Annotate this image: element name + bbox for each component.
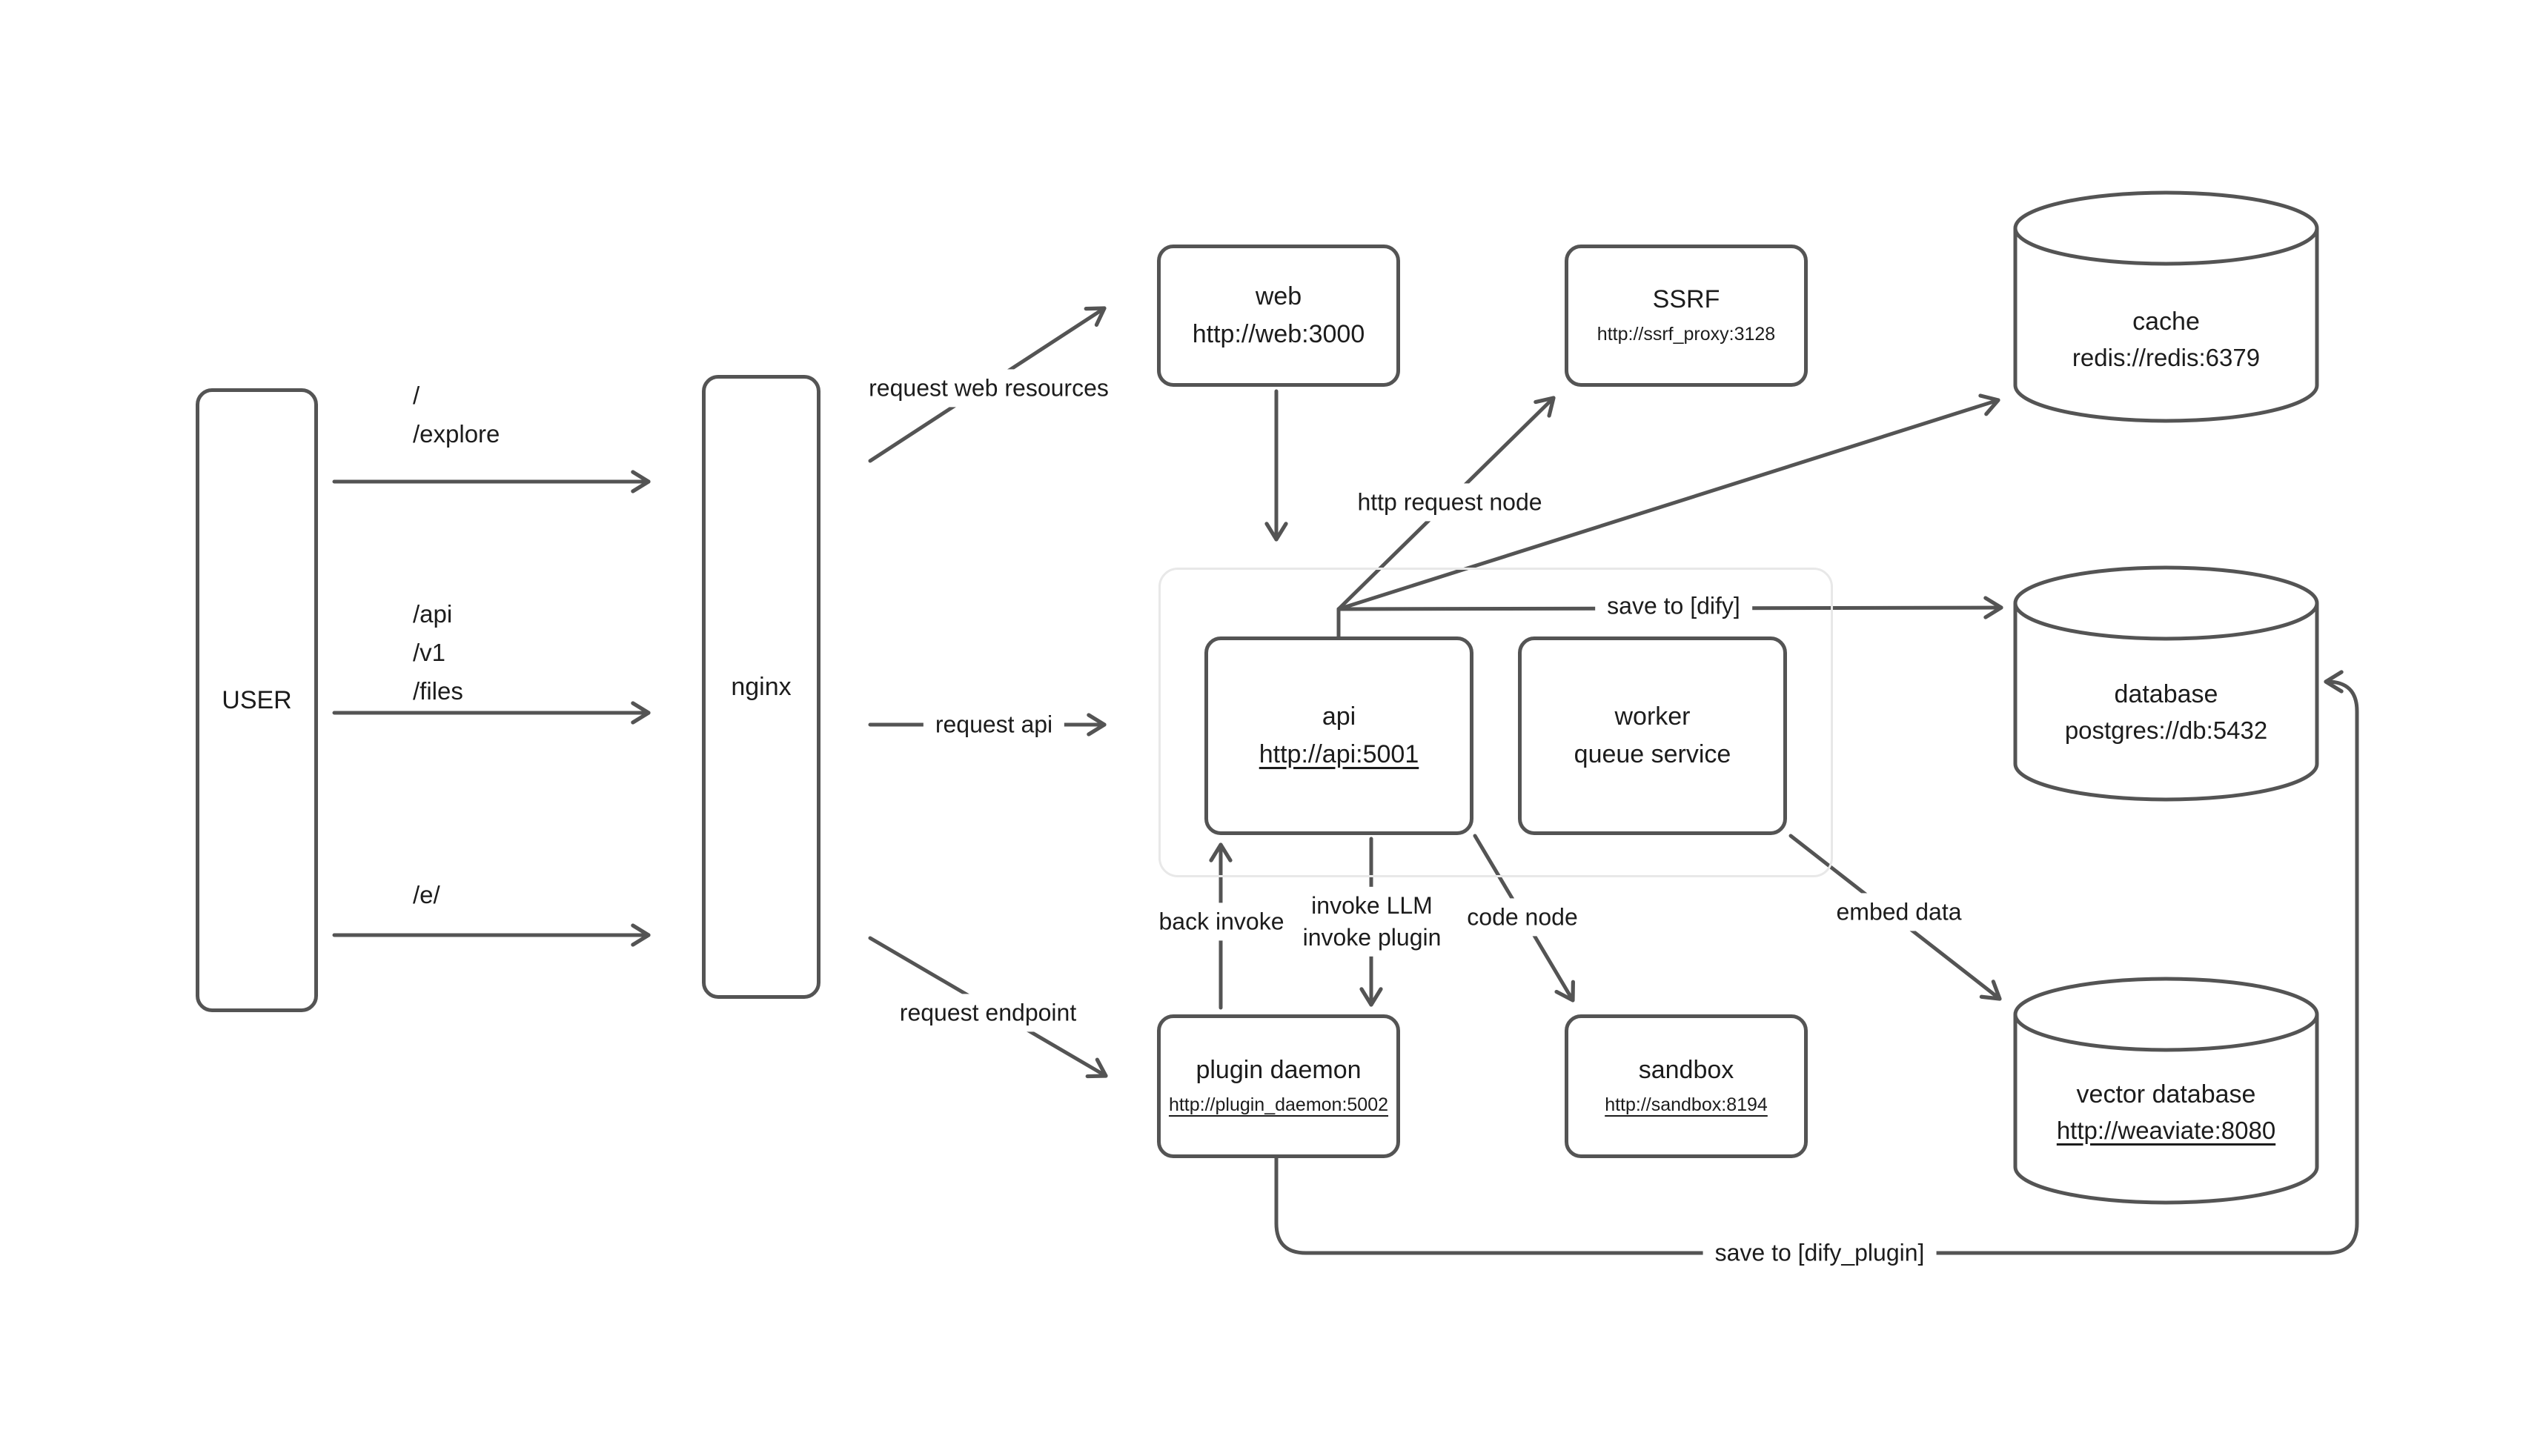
node-api: api http://api:5001 (1204, 636, 1473, 835)
edge-label-save-to-dify: save to [dify] (1595, 587, 1752, 625)
edge-label-http-request-node: http request node (1345, 483, 1554, 522)
node-web-title: web (1255, 282, 1302, 310)
vector-database-cylinder-body (2013, 1014, 2319, 1205)
api-worker-group (1158, 568, 1833, 877)
node-plugin-daemon: plugin daemon http://plugin_daemon:5002 (1157, 1014, 1400, 1158)
edge-label-invoke-line2: invoke plugin (1302, 924, 1442, 951)
route-label-web: / /explore (413, 376, 500, 453)
node-nginx-label: nginx (731, 672, 792, 701)
database-cylinder-top (2013, 565, 2319, 641)
node-web-url: http://web:3000 (1192, 320, 1365, 348)
edge-label-invoke-line1: invoke LLM (1311, 891, 1433, 919)
edge-plugin-daemon-to-database (1274, 670, 2359, 1255)
edge-label-request-api: request api (923, 705, 1065, 744)
node-worker-subtitle: queue service (1574, 740, 1731, 768)
vector-database-cylinder-top (2013, 977, 2319, 1052)
edge-label-embed-data: embed data (1824, 893, 1974, 931)
database-cylinder-body (2013, 603, 2319, 802)
node-api-title: api (1322, 702, 1356, 731)
node-ssrf-url: http://ssrf_proxy:3128 (1597, 324, 1776, 345)
cache-cylinder-body (2013, 228, 2319, 423)
node-sandbox-title: sandbox (1638, 1056, 1734, 1085)
node-vector-database-url: http://weaviate:8080 (2056, 1117, 2276, 1145)
node-sandbox: sandbox http://sandbox:8194 (1565, 1014, 1808, 1158)
edge-label-invoke: invoke LLM invoke plugin (1290, 886, 1453, 957)
edge-label-request-endpoint: request endpoint (887, 994, 1089, 1032)
edge-label-back-invoke: back invoke (1147, 902, 1296, 941)
node-worker: worker queue service (1518, 636, 1787, 835)
node-cache-labels: cache redis://redis:6379 (2015, 304, 2317, 376)
route-web-line2: /explore (413, 420, 500, 448)
route-api-line3: /files (413, 677, 463, 705)
node-user-label: USER (222, 685, 292, 714)
route-api-line1: /api (413, 600, 453, 628)
route-label-plugin: /e/ (413, 876, 440, 914)
node-user: USER (196, 388, 318, 1012)
node-api-url: http://api:5001 (1259, 740, 1419, 768)
node-sandbox-url: http://sandbox:8194 (1605, 1094, 1768, 1116)
node-worker-title: worker (1614, 702, 1691, 731)
route-plugin-line1: /e/ (413, 881, 440, 908)
node-plugin-daemon-url: http://plugin_daemon:5002 (1168, 1094, 1389, 1116)
node-ssrf: SSRF http://ssrf_proxy:3128 (1565, 245, 1808, 387)
route-label-api: /api /v1 /files (413, 595, 463, 711)
node-nginx: nginx (702, 375, 820, 999)
node-cache-title: cache (2132, 308, 2200, 336)
edge-label-save-to-dify-plugin: save to [dify_plugin] (1703, 1234, 1937, 1272)
node-database-title: database (2114, 680, 2218, 708)
cache-cylinder-top (2013, 190, 2319, 266)
node-vector-database-title: vector database (2076, 1080, 2256, 1108)
edge-api-to-cache (1336, 393, 2000, 611)
route-web-line1: / (413, 382, 420, 409)
node-cache-url: redis://redis:6379 (2072, 344, 2261, 372)
node-vector-database-labels: vector database http://weaviate:8080 (2015, 1077, 2317, 1148)
node-web: web http://web:3000 (1157, 245, 1400, 387)
node-ssrf-title: SSRF (1652, 285, 1720, 314)
route-api-line2: /v1 (413, 639, 446, 667)
node-plugin-daemon-title: plugin daemon (1196, 1056, 1362, 1085)
edge-label-request-web: request web resources (857, 369, 1121, 408)
node-database-labels: database postgres://db:5432 (2015, 677, 2317, 748)
node-database-url: postgres://db:5432 (2064, 717, 2268, 745)
edge-label-code-node: code node (1455, 898, 1590, 937)
